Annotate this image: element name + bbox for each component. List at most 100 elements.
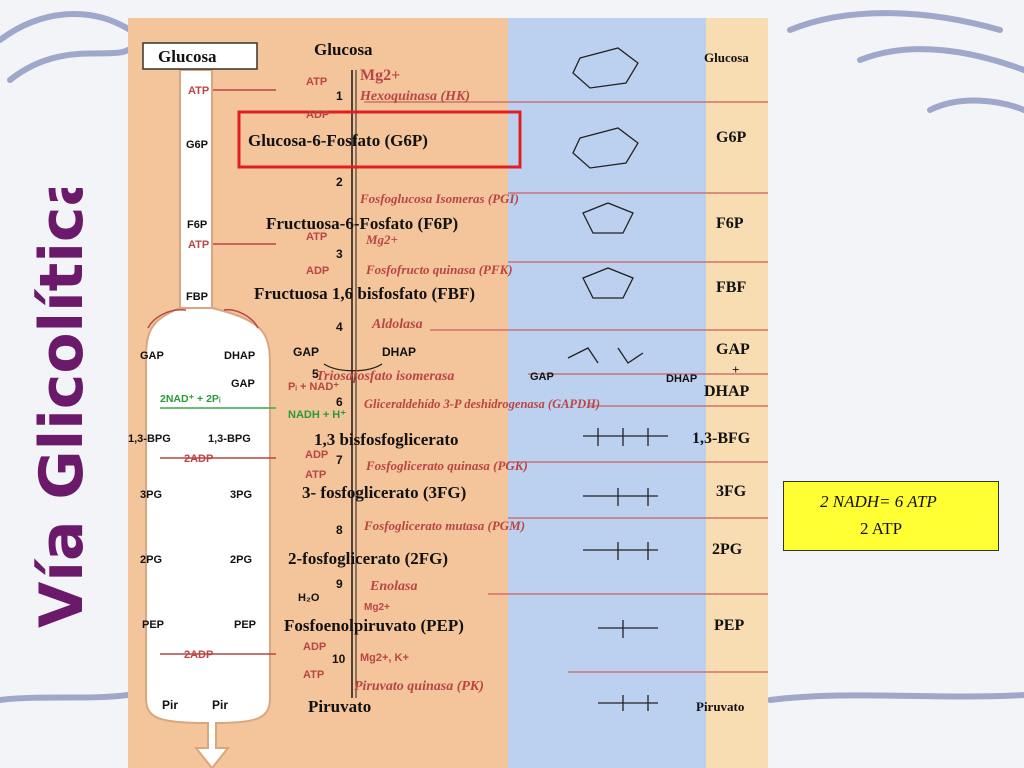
glucose-ring-icon <box>572 47 639 89</box>
note-line-1: 2 NADH= 6 ATP <box>820 492 937 511</box>
side-label: ADP <box>306 265 329 277</box>
left-label: Pir <box>162 698 178 712</box>
left-label: PEP <box>142 619 164 631</box>
triose-structure-icon <box>567 347 644 364</box>
enzyme-label: Fosfofructo quinasa (PFK) <box>365 262 513 277</box>
left-label: GAP <box>231 378 255 390</box>
enzyme-label: Fosfoglicerato quinasa (PGK) <box>365 458 528 473</box>
cofactor: Mg2+ <box>364 602 390 613</box>
right-labels: Glucosa G6P F6P FBF GAP + DHAP 1,3-BFG 3… <box>692 50 751 714</box>
side-label: ATP <box>303 669 324 681</box>
isomerase-arc <box>323 363 383 372</box>
page-title: Vía Glicolítica <box>12 166 102 638</box>
title-text: Vía Glicolítica <box>27 188 97 628</box>
pep-structure-icon <box>598 620 658 638</box>
step-number: 9 <box>336 577 343 591</box>
right-label: FBF <box>716 279 746 296</box>
step-number: 5 <box>312 367 319 381</box>
f6p-ring-icon <box>582 202 634 234</box>
glycolysis-diagram: Glucosa ATP G6P F6P ATP FBP GAP DHAP GAP… <box>128 18 768 768</box>
right-label: Piruvato <box>696 699 744 714</box>
enzyme-label: Fosfoglicerato mutasa (PGM) <box>363 518 525 533</box>
substrate: Fosfoenolpiruvato (PEP) <box>284 616 464 635</box>
side-label: ADP <box>303 641 326 653</box>
step-number: 4 <box>336 320 343 334</box>
substrate: Glucosa-6-Fosfato (G6P) <box>248 131 428 150</box>
note-line-2: 2 ATP <box>860 519 903 538</box>
structures <box>567 47 668 711</box>
gap-label: GAP <box>293 345 319 359</box>
right-label: DHAP <box>704 383 750 400</box>
enzyme-label: Fosfoglucosa Isomeras (PGI) <box>359 191 519 206</box>
left-label: DHAP <box>224 350 255 362</box>
enzyme-label: Enolasa <box>369 579 417 594</box>
step-number: 7 <box>336 453 343 467</box>
side-label: Pᵢ + NAD⁺ <box>288 381 339 393</box>
substrate: 1,3 bisfosfoglicerato <box>314 430 458 449</box>
side-label: ATP <box>306 231 327 243</box>
glucosa-box <box>142 42 258 70</box>
left-label: 2PG <box>140 554 162 566</box>
bpg-structure-icon <box>583 428 668 446</box>
step-numbers: 1 2 3 4 5 6 7 8 9 10 <box>312 89 346 666</box>
left-label: 2ADP <box>184 453 213 465</box>
left-label: 2NAD⁺ + 2Pᵢ <box>160 393 221 405</box>
left-label: 2PG <box>230 554 252 566</box>
substrate: 3- fosfoglicerato (3FG) <box>302 483 466 502</box>
step-number: 1 <box>336 89 343 103</box>
left-arrows <box>147 89 276 655</box>
side-label: ADP <box>305 449 328 461</box>
left-label: 2ADP <box>184 649 213 661</box>
left-label: GAP <box>140 350 164 362</box>
left-label: PEP <box>234 619 256 631</box>
left-label: 1,3-BPG <box>208 433 251 445</box>
structure-label: DHAP <box>666 373 697 385</box>
step-number: 3 <box>336 247 343 261</box>
side-label: ATP <box>306 76 327 88</box>
substrate: Fructuosa-6-Fosfato (F6P) <box>266 214 458 233</box>
side-label: ADP <box>306 109 329 121</box>
right-label: GAP <box>716 341 750 358</box>
left-label: ATP <box>188 239 209 251</box>
left-label: G6P <box>186 139 208 151</box>
enzyme-label: Aldolasa <box>371 317 423 332</box>
guide-lines <box>364 101 768 673</box>
left-label: 1,3-BPG <box>128 433 171 445</box>
right-label: G6P <box>716 129 746 146</box>
left-label: FBP <box>186 291 208 303</box>
right-label: 1,3-BFG <box>692 430 751 447</box>
enzyme-label: Gliceraldehído 3-P deshidrogenasa (GAPDH… <box>364 397 600 411</box>
side-label: NADH + H⁺ <box>288 409 346 421</box>
step-number: 10 <box>332 652 346 666</box>
left-label: ATP <box>188 85 209 97</box>
right-label: Glucosa <box>704 50 749 65</box>
left-label: F6P <box>187 219 207 231</box>
side-metabolites: ATP ADP ATP ADP ADP ATP ADP ATP <box>303 76 329 681</box>
substrate: 2-fosfoglicerato (2FG) <box>288 549 448 568</box>
pyruvate-structure-icon <box>598 695 658 711</box>
cofactor: Mg2+ <box>360 67 400 84</box>
enzymes: Hexoquinasa (HK) Fosfoglucosa Isomeras (… <box>316 89 600 694</box>
enzyme-label: Triosafosfato isomerasa <box>316 369 454 384</box>
substrate: Glucosa <box>314 40 373 59</box>
step-number: 2 <box>336 175 343 189</box>
right-label: 3FG <box>716 483 747 500</box>
right-label: F6P <box>716 215 744 232</box>
substrate: Piruvato <box>308 697 371 716</box>
summary-tube <box>144 69 272 768</box>
center-panel <box>508 18 706 768</box>
side-label: ATP <box>305 469 326 481</box>
right-label: PEP <box>714 617 744 634</box>
step-number: 8 <box>336 523 343 537</box>
g6p-highlight-box <box>237 110 522 169</box>
structure-label: GAP <box>530 371 554 383</box>
enzyme-label: Hexoquinasa (HK) <box>359 89 470 104</box>
side-label: H₂O <box>298 592 320 604</box>
fbf-ring-icon <box>582 267 634 299</box>
pathway-figure: Glucosa ATP G6P F6P ATP FBP GAP DHAP GAP… <box>128 18 768 768</box>
dhap-label: DHAP <box>382 345 416 359</box>
substrate: Fructuosa 1,6 bisfosfato (FBF) <box>254 284 475 303</box>
left-label: 3PG <box>230 489 252 501</box>
2pg-structure-icon <box>583 542 658 560</box>
